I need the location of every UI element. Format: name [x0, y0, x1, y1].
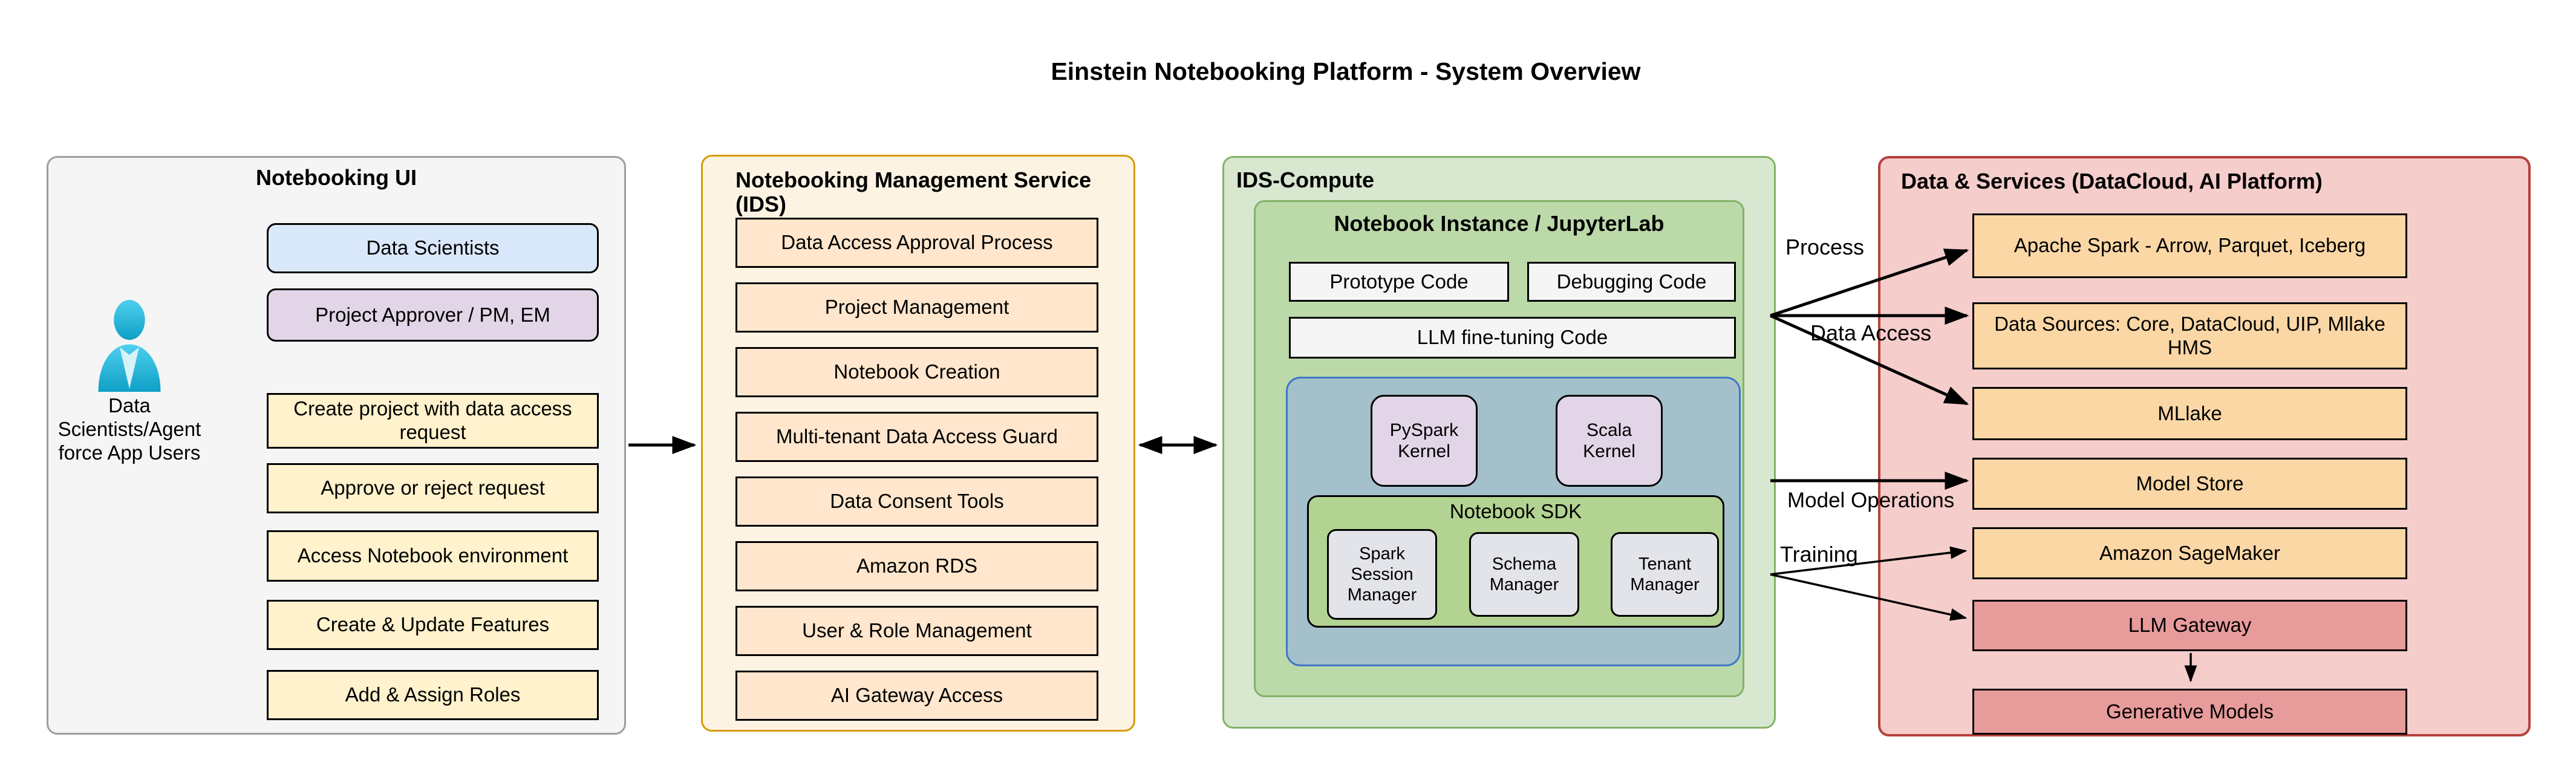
- node-project-approver: Project Approver / PM, EM: [267, 288, 599, 342]
- arrow-process-to-apache-spark: [1770, 249, 1969, 317]
- person-icon: [92, 300, 167, 392]
- service-data-sources: Data Sources: Core, DataCloud, UIP, Mlla…: [1972, 302, 2407, 369]
- flow-label-data-access: Data Access: [1810, 320, 1932, 345]
- service-llm-gateway: LLM Gateway: [1972, 600, 2407, 651]
- flow-label-training: Training: [1780, 542, 1858, 567]
- component-amazon-rds: Amazon RDS: [735, 541, 1098, 591]
- section-ids-compute-title: IDS-Compute: [1236, 167, 1374, 192]
- node-prototype-code: Prototype Code: [1289, 262, 1509, 302]
- component-data-access-approval: Data Access Approval Process: [735, 218, 1098, 268]
- component-multitenant-guard: Multi-tenant Data Access Guard: [735, 412, 1098, 462]
- node-debugging-code: Debugging Code: [1527, 262, 1736, 302]
- notebook-sdk-title: Notebook SDK: [1449, 500, 1582, 522]
- flow-label-model-operations: Model Operations: [1787, 489, 1955, 512]
- task-create-update-features: Create & Update Features: [267, 600, 599, 650]
- node-tenant-manager: Tenant Manager: [1611, 532, 1719, 617]
- task-add-assign-roles: Add & Assign Roles: [267, 670, 599, 720]
- node-data-scientists: Data Scientists: [267, 223, 599, 273]
- component-data-consent-tools: Data Consent Tools: [735, 476, 1098, 527]
- node-spark-session-manager: Spark Session Manager: [1327, 529, 1437, 620]
- service-generative-models: Generative Models: [1972, 689, 2407, 735]
- arrow-to-mllake: [1769, 314, 1969, 406]
- node-llm-finetuning-code: LLM fine-tuning Code: [1289, 317, 1736, 359]
- component-ai-gateway-access: AI Gateway Access: [735, 671, 1098, 721]
- component-user-role-management: User & Role Management: [735, 606, 1098, 656]
- section-data-services-title: Data & Services (DataCloud, AI Platform): [1901, 169, 2323, 193]
- component-notebook-creation: Notebook Creation: [735, 347, 1098, 397]
- notebook-instance-title: Notebook Instance / JupyterLab: [1334, 211, 1665, 236]
- node-schema-manager: Schema Manager: [1469, 532, 1579, 617]
- component-project-management: Project Management: [735, 282, 1098, 333]
- page-title: Einstein Notebooking Platform - System O…: [1051, 57, 1641, 85]
- task-approve-reject: Approve or reject request: [267, 463, 599, 513]
- service-mllake: MLlake: [1972, 387, 2407, 440]
- task-create-project: Create project with data access request: [267, 393, 599, 449]
- arrow-training-to-sagemaker: [1770, 546, 1968, 576]
- arrow-training-to-llm-gateway: [1770, 573, 1968, 621]
- persona-label: Data Scientists/Agent force App Users: [57, 394, 201, 464]
- task-access-notebook: Access Notebook environment: [267, 530, 599, 582]
- section-ids-title: Notebooking Management Service (IDS): [735, 167, 1092, 217]
- service-apache-spark: Apache Spark - Arrow, Parquet, Iceberg: [1972, 213, 2407, 278]
- service-model-store: Model Store: [1972, 458, 2407, 510]
- flow-label-process: Process: [1785, 235, 1865, 259]
- node-pyspark-kernel: PySpark Kernel: [1371, 395, 1478, 487]
- section-notebooking-ui-title: Notebooking UI: [256, 165, 417, 190]
- service-amazon-sagemaker: Amazon SageMaker: [1972, 527, 2407, 579]
- node-scala-kernel: Scala Kernel: [1556, 395, 1663, 487]
